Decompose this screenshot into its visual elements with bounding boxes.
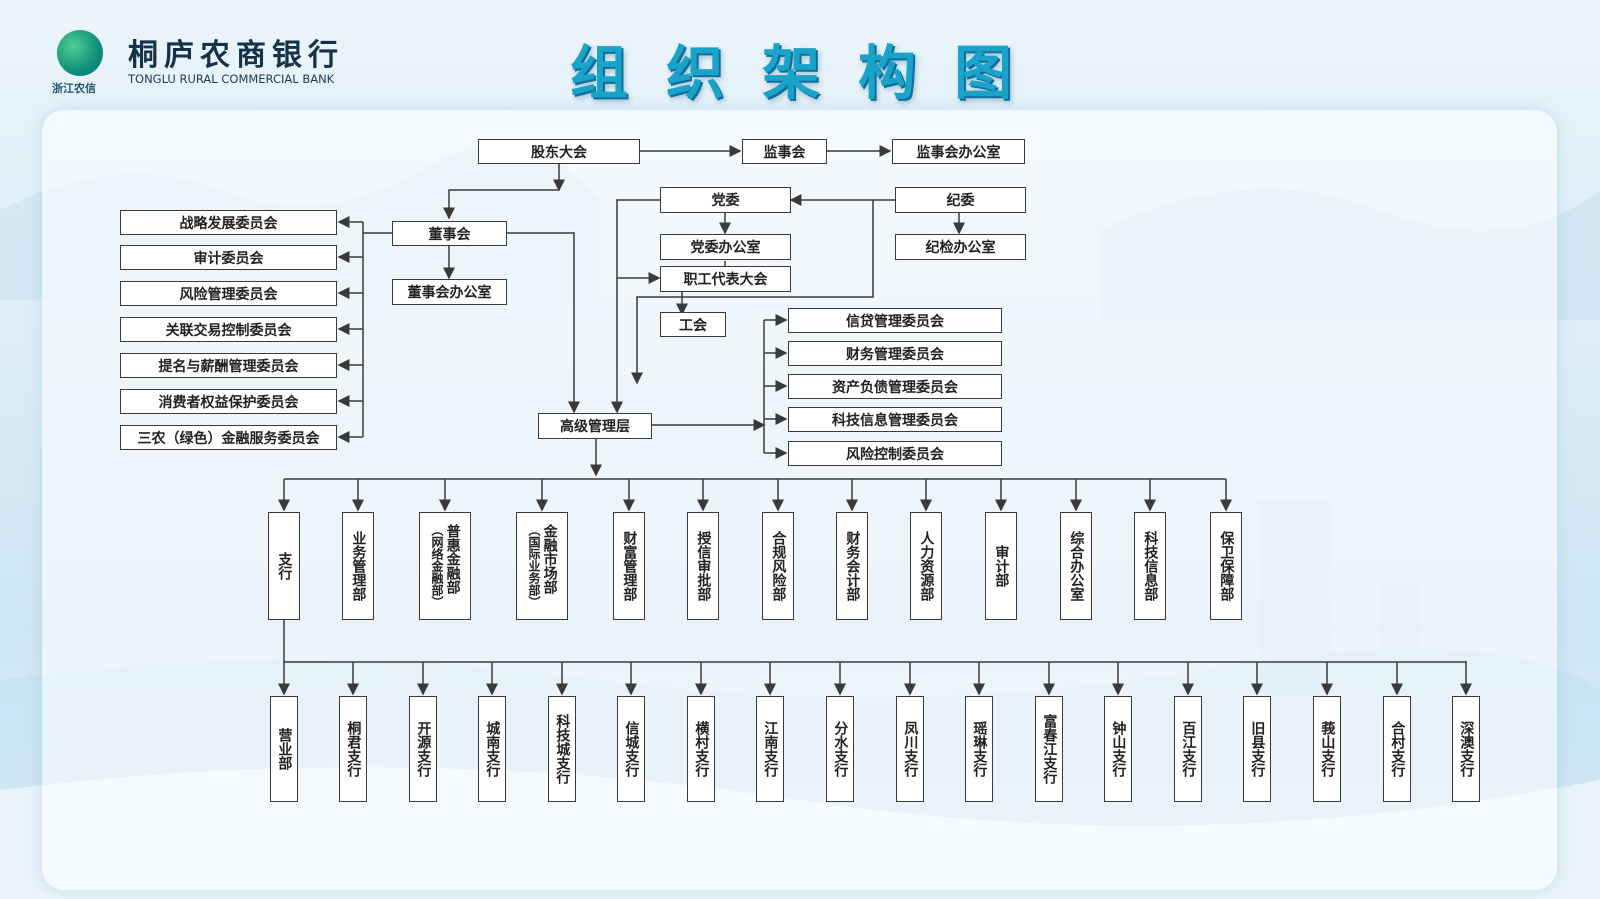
dept-sublabel: （国际业务部） [526,524,541,608]
branch-label: 合村支行 [1389,721,1406,777]
node-supervisory-office: 监事会办公室 [892,139,1025,164]
dept-label: 普惠金融部 [444,524,461,594]
dept-box: 人力资源部 [910,512,942,620]
dept-box: 支行 [268,512,300,620]
management-committee: 信贷管理委员会 [788,308,1002,333]
branch-label: 深澳支行 [1458,721,1475,777]
dept-label: 授信审批部 [695,531,712,601]
branch-box: 深澳支行 [1452,696,1480,802]
branch-box: 钟山支行 [1104,696,1132,802]
dept-box: 财务会计部 [836,512,868,620]
management-committee: 风险控制委员会 [788,441,1002,466]
branch-box: 富春江支行 [1035,696,1063,802]
board-committee: 消费者权益保护委员会 [120,389,337,414]
dept-box: 普惠金融部 （网络金融部） [419,512,471,620]
branch-box: 分水支行 [826,696,854,802]
branch-label: 凤川支行 [902,721,919,777]
dept-box: 财富管理部 [613,512,645,620]
dept-label: 财务会计部 [844,531,861,601]
branch-label: 营业部 [276,728,293,770]
node-workers-congress: 职工代表大会 [660,266,791,292]
bank-name-cn: 桐庐农商银行 [128,38,344,73]
branch-box: 科技城支行 [548,696,576,802]
logo-subtitle: 浙江农信 [52,82,96,95]
management-committee: 财务管理委员会 [788,341,1002,366]
branch-box: 莪山支行 [1313,696,1341,802]
dept-box: 合规风险部 [762,512,794,620]
branch-box: 合村支行 [1383,696,1411,802]
node-shareholders: 股东大会 [478,139,640,164]
dept-box: 授信审批部 [687,512,719,620]
dept-box: 审计部 [985,512,1017,620]
branch-label: 瑶琳支行 [971,721,988,777]
branch-label: 城南支行 [484,721,501,777]
branch-label: 桐君支行 [345,721,362,777]
branch-label: 江南支行 [762,721,779,777]
dept-label: 财富管理部 [621,531,638,601]
dept-box: 金融市场部 （国际业务部） [516,512,568,620]
branch-box: 旧县支行 [1243,696,1271,802]
dept-label: 合规风险部 [770,531,787,601]
logo-icon [57,30,103,76]
branch-box: 瑶琳支行 [965,696,993,802]
board-committee: 三农（绿色）金融服务委员会 [120,425,337,450]
branch-label: 钟山支行 [1110,721,1127,777]
page-title: 组织架构图 [570,39,1051,107]
dept-label: 科技信息部 [1142,531,1159,601]
board-committee: 关联交易控制委员会 [120,317,337,342]
dept-label: 支行 [276,552,293,580]
dept-label: 保卫保障部 [1218,531,1235,601]
node-union: 工会 [660,312,726,337]
branch-box: 开源支行 [409,696,437,802]
node-supervisory-board: 监事会 [742,139,827,164]
branch-box: 凤川支行 [896,696,924,802]
bank-name-en: TONGLU RURAL COMMERCIAL BANK [128,72,335,86]
dept-box: 业务管理部 [342,512,374,620]
branch-box: 百江支行 [1174,696,1202,802]
dept-label: 金融市场部 [541,524,558,594]
dept-box: 综合办公室 [1060,512,1092,620]
node-discipline-committee: 纪委 [895,187,1026,213]
board-committee: 战略发展委员会 [120,210,337,235]
node-party-office: 党委办公室 [660,234,791,260]
branch-box: 桐君支行 [339,696,367,802]
dept-sublabel: （网络金融部） [429,524,444,608]
branch-box: 城南支行 [478,696,506,802]
dept-label: 业务管理部 [350,531,367,601]
branch-label: 开源支行 [415,721,432,777]
management-committee: 科技信息管理委员会 [788,407,1002,432]
branch-box: 信城支行 [617,696,645,802]
node-party-committee: 党委 [660,187,791,213]
branch-label: 百江支行 [1180,721,1197,777]
node-discipline-office: 纪检办公室 [895,234,1026,260]
branch-box: 营业部 [270,696,298,802]
branch-label: 横村支行 [693,721,710,777]
dept-box: 保卫保障部 [1210,512,1242,620]
dept-label: 审计部 [993,545,1010,587]
dept-label: 综合办公室 [1068,531,1085,601]
branch-label: 富春江支行 [1041,714,1058,784]
dept-label: 人力资源部 [918,531,935,601]
branch-box: 横村支行 [687,696,715,802]
node-senior-management: 高级管理层 [538,413,652,439]
board-committee: 审计委员会 [120,245,337,270]
dept-box: 科技信息部 [1134,512,1166,620]
branch-label: 科技城支行 [554,714,571,784]
management-committee: 资产负债管理委员会 [788,374,1002,399]
branch-label: 分水支行 [832,721,849,777]
branch-box: 江南支行 [756,696,784,802]
branch-label: 信城支行 [623,721,640,777]
node-board: 董事会 [392,221,507,246]
board-committee: 提名与薪酬管理委员会 [120,353,337,378]
branch-label: 莪山支行 [1319,721,1336,777]
board-committee: 风险管理委员会 [120,281,337,306]
branch-label: 旧县支行 [1249,721,1266,777]
node-board-office: 董事会办公室 [392,279,507,305]
